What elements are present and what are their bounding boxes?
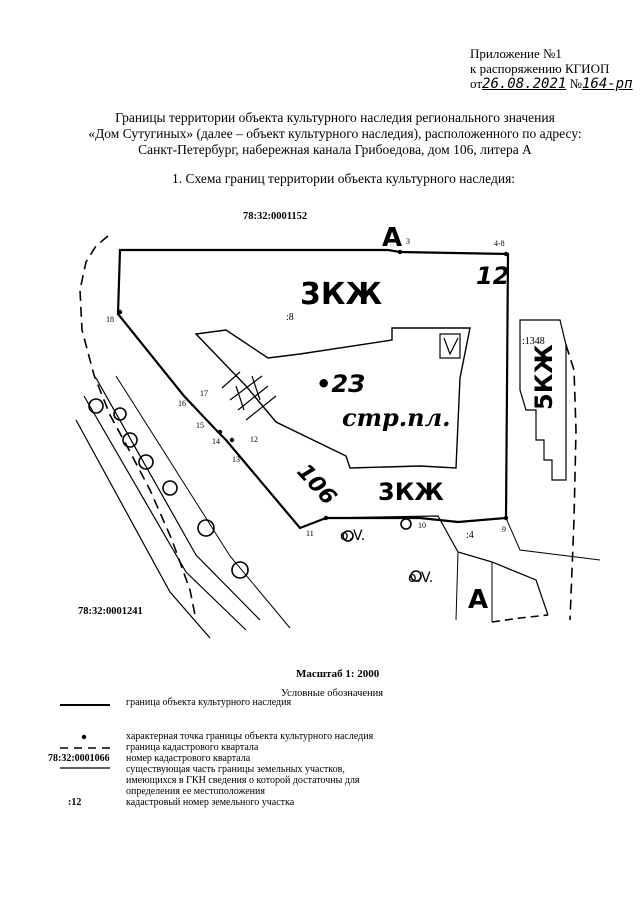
point-marker bbox=[503, 251, 509, 257]
point-marker bbox=[229, 437, 235, 443]
appendix-line2: к распоряжению КГИОП bbox=[470, 61, 610, 76]
point-marker bbox=[323, 515, 329, 521]
neighbour-building bbox=[519, 319, 567, 481]
parcel-8-label: :8 bbox=[286, 312, 294, 323]
tree-icon bbox=[88, 398, 104, 414]
legend-item-4: номер кадастрового квартала bbox=[126, 753, 251, 764]
point-numbers: 3 4-8 9 10 11 12 13 14 15 16 17 18 bbox=[106, 237, 506, 538]
ov-label-2: о.V. bbox=[408, 570, 433, 586]
point-label-9: 9 bbox=[502, 525, 506, 534]
point-label-10: 10 bbox=[418, 521, 426, 530]
courtyard-hatch bbox=[221, 371, 277, 421]
zone-bottom-label: 3КЖ bbox=[378, 478, 444, 506]
legend-item-2: характерная точка границы объекта культу… bbox=[126, 731, 374, 742]
point-label-18: 18 bbox=[106, 315, 114, 324]
embankment-line-1 bbox=[95, 377, 261, 621]
appendix-line3: от26.08.2021 №164-рп bbox=[470, 76, 633, 92]
legend-title: Условные обозначения bbox=[281, 688, 384, 699]
zone-top-label: 3КЖ bbox=[300, 277, 382, 312]
embankment-line-3 bbox=[75, 419, 211, 639]
annex-mark bbox=[443, 337, 459, 356]
canal-line bbox=[115, 375, 291, 629]
point-label-3: 3 bbox=[406, 237, 410, 246]
tree-icon bbox=[122, 432, 138, 448]
tree-icon bbox=[162, 480, 178, 496]
building-annex bbox=[439, 333, 461, 359]
point-marker bbox=[217, 429, 223, 435]
house-number-12: 12 bbox=[476, 262, 509, 290]
point-label-16: 16 bbox=[178, 399, 186, 408]
map-scale: Масштаб 1: 2000 bbox=[296, 668, 380, 680]
embankment-line-2 bbox=[83, 395, 247, 631]
tree-icon bbox=[197, 519, 215, 537]
point-marker bbox=[503, 515, 509, 521]
heritage-boundary bbox=[116, 248, 510, 530]
point-marker bbox=[117, 309, 123, 315]
tree-icon bbox=[342, 530, 354, 542]
point-label-15: 15 bbox=[196, 421, 204, 430]
point-marker bbox=[397, 249, 403, 255]
quarter-boundary-dashed-right bbox=[565, 344, 577, 621]
tree-icon bbox=[113, 407, 127, 421]
zone-right-label: 5КЖ bbox=[530, 344, 558, 410]
characteristic-points bbox=[117, 249, 509, 521]
tree-icon bbox=[410, 570, 422, 582]
point-label-17: 17 bbox=[200, 389, 208, 398]
legend-symbols bbox=[60, 704, 110, 769]
legend-item-3: граница кадастрового квартала bbox=[126, 742, 259, 753]
point-label-12: 12 bbox=[250, 435, 258, 444]
order-date: 26.08.2021 bbox=[482, 76, 567, 92]
area-sub-label: стр.пл. bbox=[342, 403, 451, 432]
point-label-4-8: 4-8 bbox=[494, 239, 505, 248]
boundary-map: 78:32:0001152 78:32:0001241 :8 :1348 :4 … bbox=[75, 211, 601, 639]
tree-icon bbox=[231, 561, 249, 579]
quarter-boundary-dashed-bottom bbox=[491, 614, 549, 623]
quarter-boundary-dashed bbox=[79, 235, 197, 621]
building-outline bbox=[194, 327, 471, 469]
title-line2: «Дом Сутугиных» (далее – объект культурн… bbox=[88, 126, 582, 141]
letter-bottom: А bbox=[468, 585, 488, 615]
parcel-4-boundary bbox=[325, 515, 549, 616]
house-number-106: 106 bbox=[292, 459, 341, 510]
legend-item-6: кадастровый номер земельного участка bbox=[126, 797, 295, 808]
title-line3: Санкт-Петербург, набережная канала Грибо… bbox=[138, 142, 532, 157]
number-prefix: № bbox=[569, 76, 582, 91]
parcel-1348-label: :1348 bbox=[522, 336, 545, 347]
point-label-11: 11 bbox=[306, 529, 314, 538]
quarter-bottom-label: 78:32:0001241 bbox=[78, 606, 143, 617]
area-label: •2З bbox=[316, 370, 365, 398]
trees bbox=[88, 398, 422, 582]
parcel-bottom-right bbox=[455, 517, 601, 622]
point-label-13: 13 bbox=[232, 455, 240, 464]
letter-top: А bbox=[382, 223, 402, 253]
section-subtitle: 1. Схема границ территории объекта культ… bbox=[172, 171, 516, 186]
document-title: Границы территории объекта культурного н… bbox=[40, 110, 630, 158]
point-label-14: 14 bbox=[212, 437, 220, 446]
title-line1: Границы территории объекта культурного н… bbox=[115, 110, 555, 125]
tree-icon bbox=[138, 454, 154, 470]
date-prefix: от bbox=[470, 76, 483, 91]
quarter-top-label: 78:32:0001152 bbox=[243, 211, 307, 222]
legend-code-quarter: 78:32:0001066 bbox=[48, 753, 110, 764]
legend-item-5: существующая часть границы земельных уча… bbox=[126, 764, 360, 797]
legend-point-symbol bbox=[81, 734, 87, 740]
legend-item-1: граница объекта культурного наследия bbox=[126, 697, 292, 708]
appendix-block: Приложение №1 к распоряжению КГИОП от26.… bbox=[470, 46, 633, 92]
order-number: 164-рп bbox=[581, 76, 633, 92]
legend-code-parcel: :12 bbox=[68, 797, 82, 808]
ov-label-1: о.V. bbox=[340, 528, 365, 544]
appendix-line1: Приложение №1 bbox=[470, 46, 562, 61]
parcel-4-label: :4 bbox=[466, 530, 474, 541]
tree-icon bbox=[400, 518, 412, 530]
